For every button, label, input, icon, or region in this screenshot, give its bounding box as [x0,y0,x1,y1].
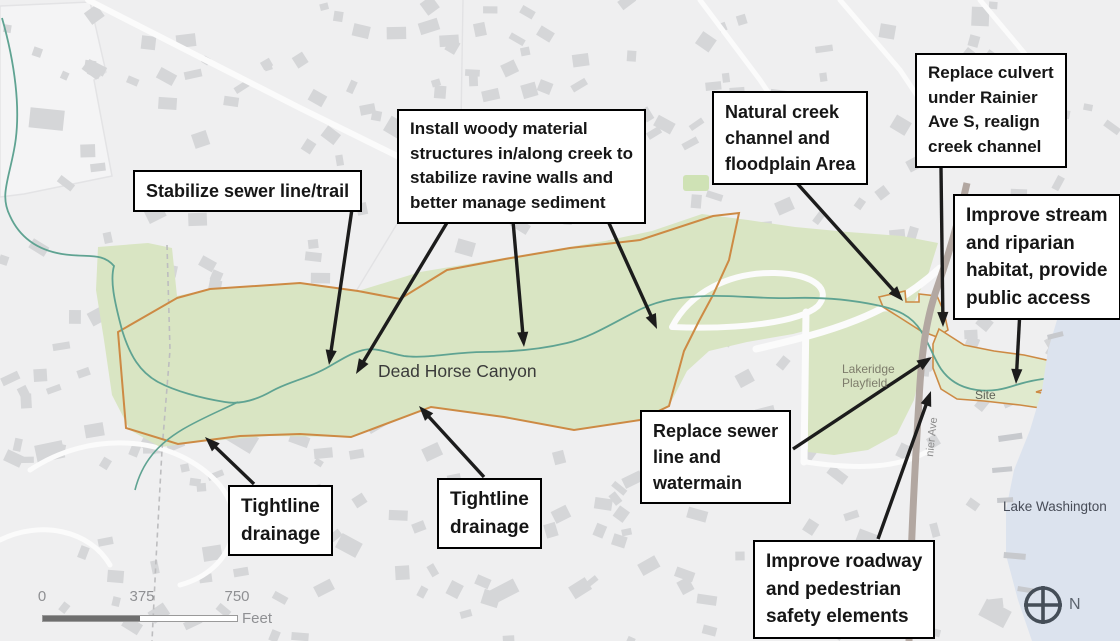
callout-arrow-stabilize-sewer-line-trail [329,208,354,354]
callout-arrow-improve-roadway-safety [876,401,929,540]
scale-tick-375: 375 [129,588,155,605]
callout-arrow-install-woody-material [360,220,450,365]
callout-arrow-install-woody-material [511,220,525,336]
callout-arrow-tightline-drainage-east [425,413,486,479]
callout-arrow-replace-culvert [939,167,945,316]
callout-arrow-tightline-drainage-west [212,444,256,486]
north-label: N [1069,596,1081,613]
scale-tick-0: 0 [37,588,47,605]
callout-arrowhead-replace-sewer-watermain [916,357,932,370]
scale-bar-filled-segment [43,616,140,621]
callout-arrow-replace-sewer-watermain [792,362,923,451]
callout-arrowhead-tightline-drainage-west [205,437,220,452]
callout-arrowhead-improve-roadway-safety [920,391,932,408]
park-roads [151,244,944,641]
creek-path [1,17,1059,404]
scale-tick-750: 750 [224,588,250,605]
map-label-dead-horse-canyon: Dead Horse Canyon [378,361,537,381]
project-boundary [116,211,741,446]
north-indicator: N [1020,578,1110,632]
lake-polygon [1006,235,1120,641]
small-green-patch [683,175,709,191]
scale-bar: 0 375 750 Feet [36,588,336,634]
map-label-lake-washington: Lake Washington [1003,499,1107,514]
scale-bar-graphic [42,615,238,622]
park-area-dead-horse-canyon [96,214,938,447]
map-label-lakeridge-playfield: Lakeridge Playfield [842,362,895,390]
callout-arrowhead-natural-creek-channel [888,286,903,301]
callout-arrowhead-install-woody-material [356,358,369,374]
rainier-ave-road [905,182,971,641]
creek-branch [134,401,239,491]
scale-bar-unit: Feet [242,610,273,627]
callout-arrow-improve-stream-habitat [1014,309,1022,373]
callout-arrowhead-install-woody-material [517,331,529,347]
callout-arrowhead-improve-stream-habitat [1011,368,1023,384]
callout-arrowhead-install-woody-material [645,313,657,329]
compass-icon [1024,586,1062,624]
callout-arrowhead-tightline-drainage-east [419,406,434,421]
callout-stabilize-sewer-line-trail: Stabilize sewer line/trail [133,170,363,213]
callout-arrow-install-woody-material [606,220,654,319]
callout-arrowhead-stabilize-sewer-line-trail [325,349,337,365]
map-label-site: Site [975,388,996,402]
sewer-trail-line [151,244,171,641]
callout-arrowhead-replace-culvert [937,311,949,327]
callout-arrow-natural-creek-channel [793,179,897,294]
